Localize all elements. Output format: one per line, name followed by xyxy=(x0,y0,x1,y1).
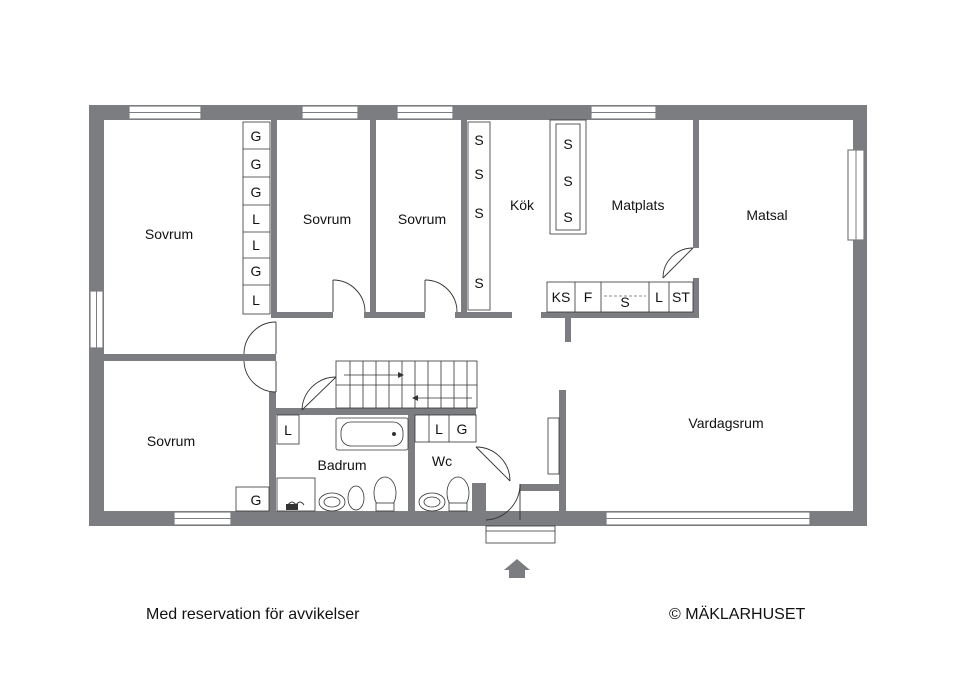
room-label-sovrum: Sovrum xyxy=(145,226,193,242)
room-label-sovrum: Sovrum xyxy=(303,211,351,227)
wardrobe-label: G xyxy=(251,156,262,172)
room-label-sovrum: Sovrum xyxy=(147,433,195,449)
kitchen-unit-label: S xyxy=(474,166,483,182)
room-label-matplats: Matplats xyxy=(612,197,665,213)
doors xyxy=(243,247,694,521)
counter-label: F xyxy=(584,289,593,305)
wardrobe-label: L xyxy=(252,292,260,308)
wc-closet-label: L xyxy=(435,421,443,437)
counter-label: KS xyxy=(552,289,571,305)
wardrobe-label: G xyxy=(251,184,262,200)
entrance-arrow-icon xyxy=(504,559,530,578)
island-unit-label: S xyxy=(563,173,572,189)
room-label-vardagsrum: Vardagsrum xyxy=(688,415,763,431)
kitchen-unit-label: S xyxy=(474,205,483,221)
badrum-closet-label: L xyxy=(284,422,292,438)
wc-closet-label: G xyxy=(457,421,468,437)
counter-label: ST xyxy=(672,289,690,305)
room-label-sovrum: Sovrum xyxy=(398,211,446,227)
bedroom-closet: G xyxy=(235,486,270,512)
kitchen-island: S S S xyxy=(549,119,587,235)
bathroom-fixtures: L L G xyxy=(276,414,477,512)
wardrobe-label: L xyxy=(252,237,260,253)
island-unit-label: S xyxy=(563,209,572,225)
room-label-badrum: Badrum xyxy=(317,457,366,473)
kitchen-counter: KS F S L ST xyxy=(546,281,694,313)
entrance xyxy=(485,525,556,578)
kitchen-unit-label: S xyxy=(474,275,483,291)
copyright-text: © MÄKLARHUSET xyxy=(669,606,806,623)
counter-label: L xyxy=(655,289,663,305)
wardrobe-label: L xyxy=(252,211,260,227)
room-label-wc: Wc xyxy=(432,453,452,469)
room-label-matsal: Matsal xyxy=(746,207,787,223)
staircase xyxy=(335,360,478,409)
windows xyxy=(89,105,865,526)
wardrobe-column: G G G L L G L xyxy=(242,121,271,315)
kitchen-unit-label: S xyxy=(474,132,483,148)
room-label-kok: Kök xyxy=(510,197,535,213)
interior-walls xyxy=(104,120,699,526)
counter-label: S xyxy=(620,294,629,310)
disclaimer-text: Med reservation för avvikelser xyxy=(146,606,360,623)
room-labels: Sovrum Sovrum Sovrum Sovrum Kök Matplats… xyxy=(145,197,788,473)
island-unit-label: S xyxy=(563,136,572,152)
wardrobe-label: G xyxy=(251,263,262,279)
kitchen-left-units: S S S S xyxy=(467,121,491,311)
bedroom-closet-label: G xyxy=(251,492,262,508)
wardrobe-label: G xyxy=(251,128,262,144)
